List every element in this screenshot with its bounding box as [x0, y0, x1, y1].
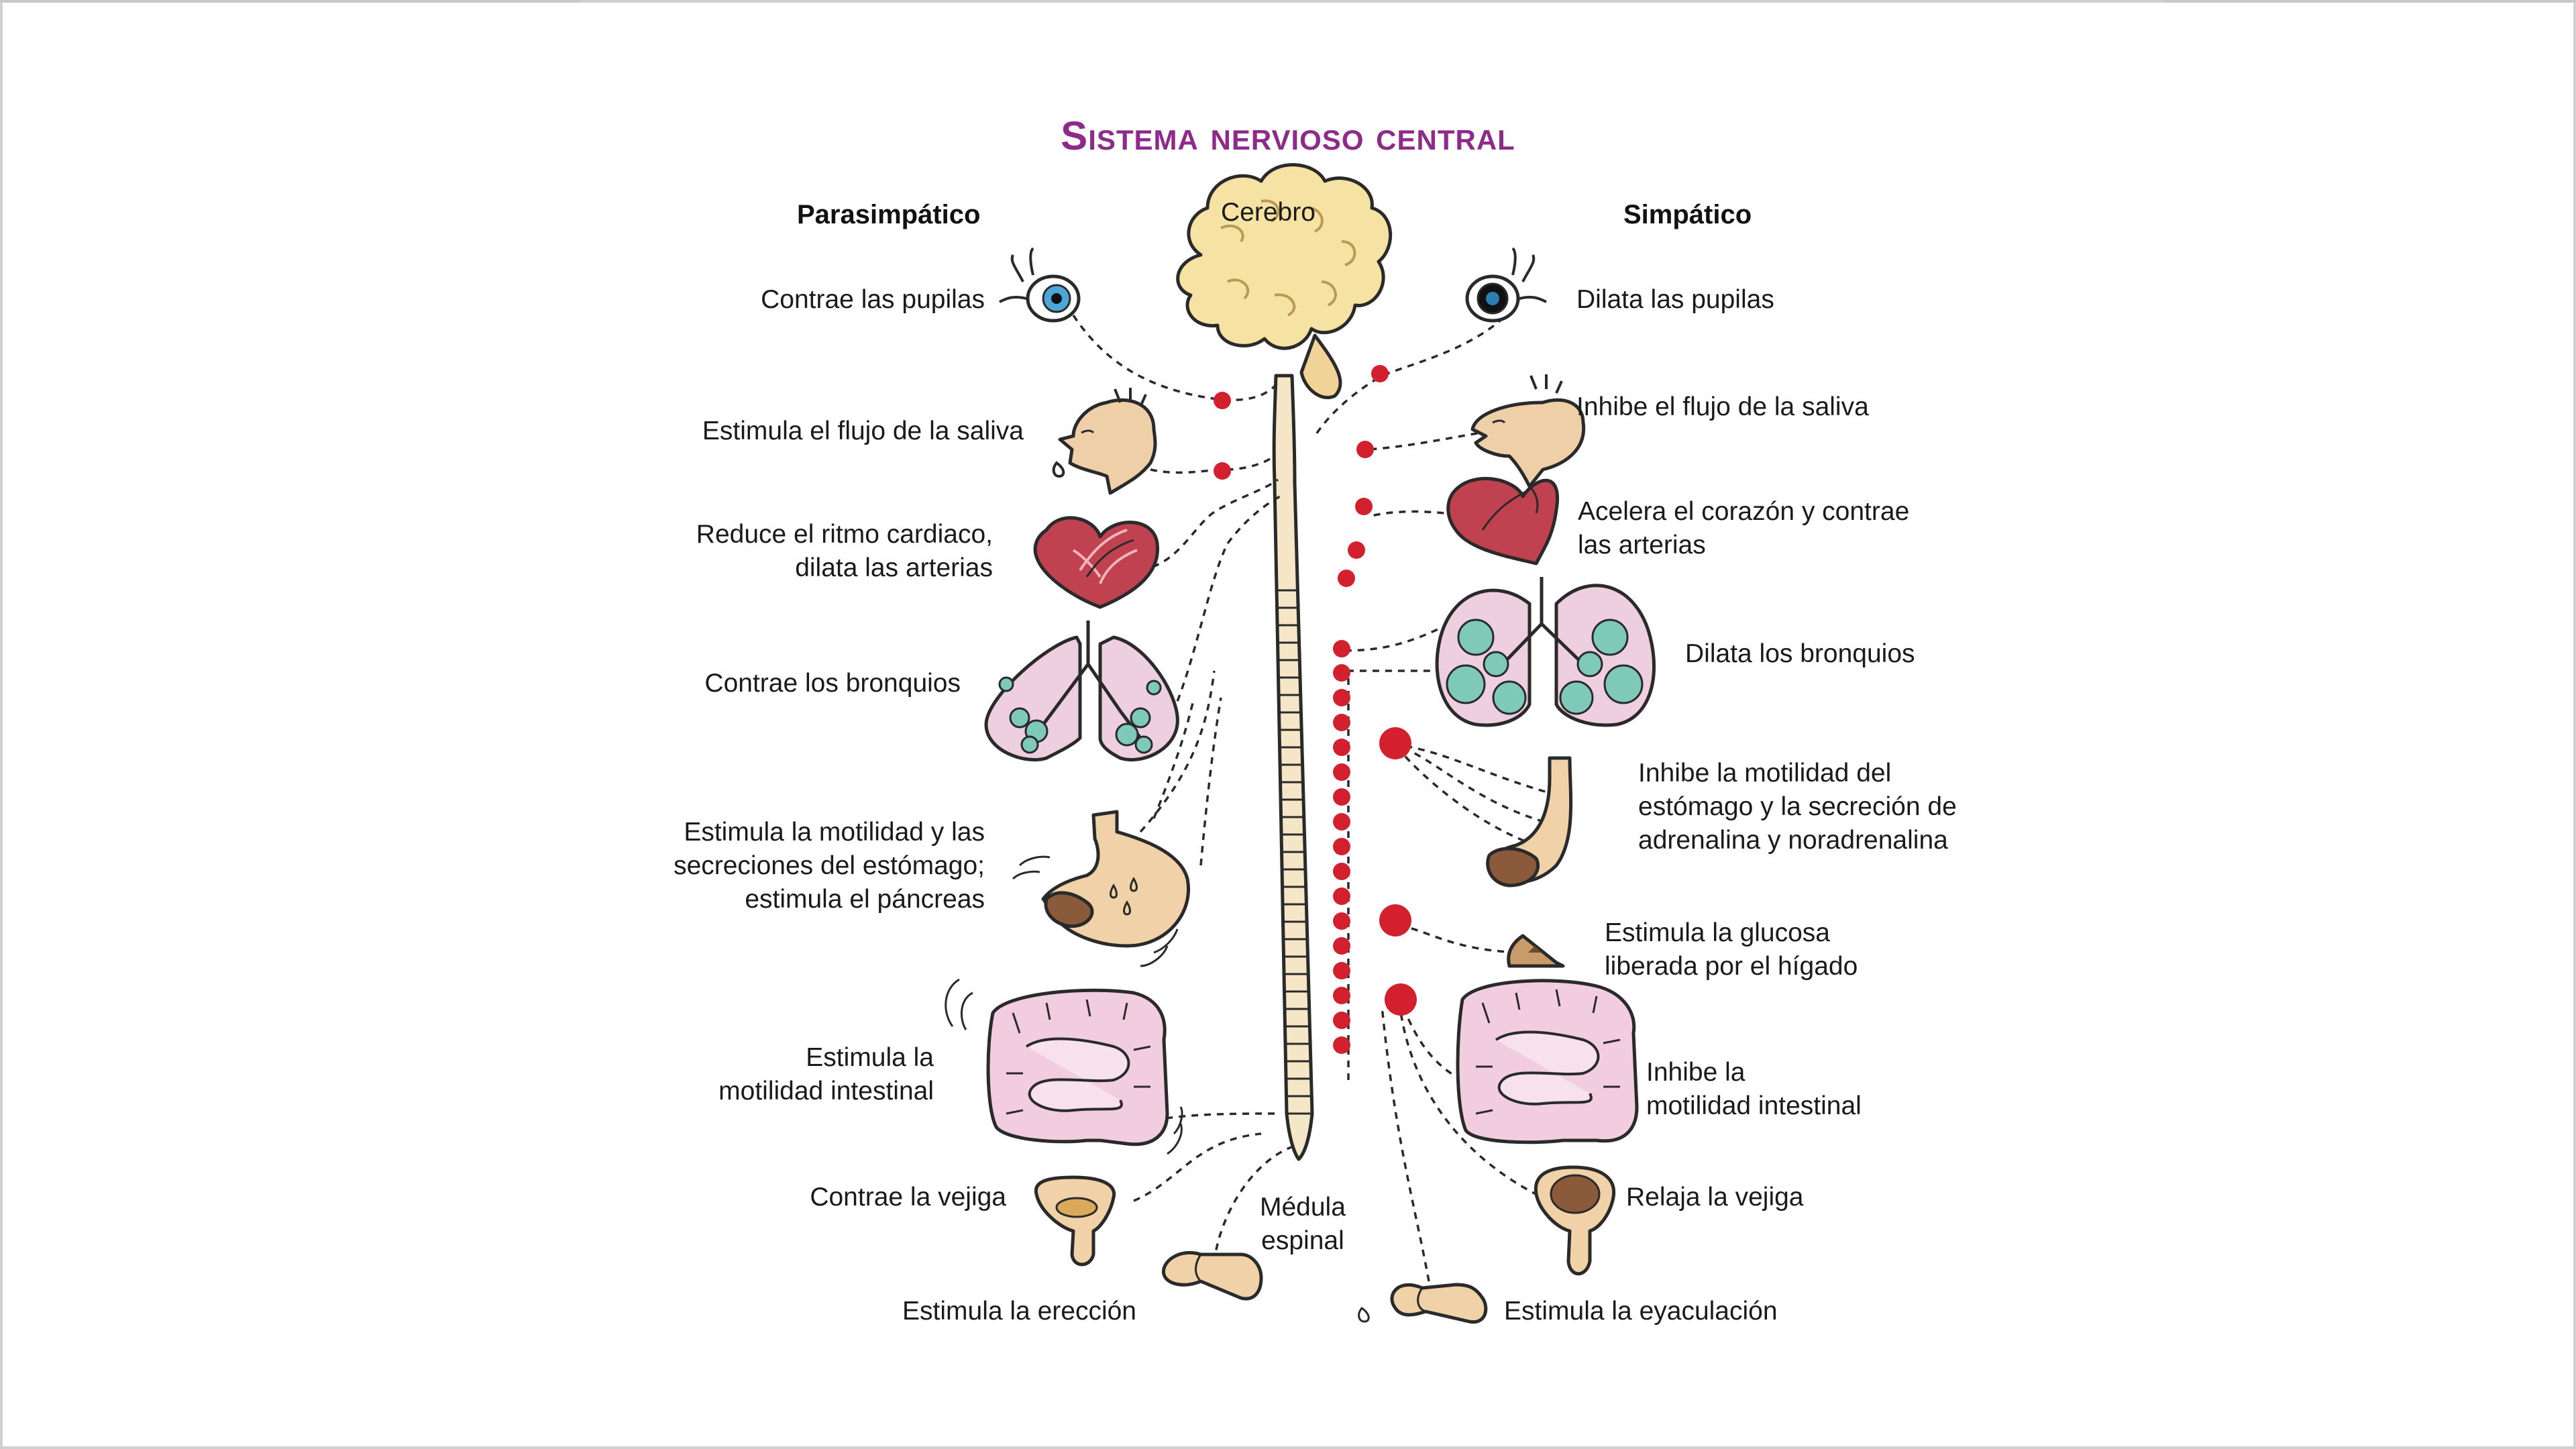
label-acelera-corazon: Acelera el corazón y contrae las arteria… [1578, 497, 1910, 559]
ganglion-dot [1333, 888, 1350, 905]
label-contrae-pupilas: Contrae las pupilas [761, 285, 985, 314]
ganglion-dot [1214, 392, 1231, 409]
ganglion-dot [1333, 640, 1350, 657]
sympathetic-header: Simpático [1623, 200, 1752, 229]
liver-icon [1507, 934, 1565, 968]
label-estimula-estomago: Estimula la motilidad y las secreciones … [674, 818, 985, 914]
label-estimula-glucosa: Estimula la glucosa liberada por el híga… [1605, 918, 1858, 981]
face-icon-left [1052, 388, 1157, 495]
ganglia [1214, 365, 1417, 1054]
ganglion-large-dot [1379, 727, 1411, 759]
spinal-cord-label: Médula espinal [1260, 1193, 1346, 1255]
heart-icon-right [1446, 476, 1559, 566]
ganglion-dot [1333, 788, 1350, 806]
label-reduce-ritmo: Reduce el ritmo cardiaco, dilata las art… [696, 520, 993, 582]
bladder-icon-left [1034, 1175, 1116, 1267]
ganglion-large-dot [1379, 904, 1411, 936]
heart-icon-left [1033, 516, 1160, 609]
ganglion-dot [1333, 962, 1350, 979]
label-dilata-bronquios: Dilata los bronquios [1685, 639, 1915, 668]
bladder-icon-right [1534, 1165, 1616, 1276]
ganglion-dot [1355, 498, 1373, 515]
penis-icon-left [1162, 1250, 1263, 1301]
eye-icon-left [999, 247, 1081, 323]
spinal-cord [1272, 374, 1314, 1161]
ganglion-dot [1333, 1036, 1350, 1054]
label-estimula-intestinal: Estimula la motilidad intestinal [718, 1043, 934, 1106]
ganglion-dot [1371, 365, 1389, 382]
ganglion-dot [1333, 689, 1350, 706]
lungs-icon-left [984, 621, 1179, 762]
ganglion-dot [1333, 1012, 1350, 1029]
ganglion-dot [1333, 987, 1350, 1004]
face-icon-right [1470, 374, 1586, 488]
label-estimula-eyaculacion: Estimula la eyaculación [1504, 1297, 1778, 1326]
ganglion-dot [1356, 441, 1374, 458]
ganglion-dot [1333, 937, 1350, 955]
label-contrae-bronquios: Contrae los bronquios [704, 669, 961, 698]
brain-icon [1176, 163, 1393, 399]
lungs-icon-right [1435, 577, 1656, 727]
label-dilata-pupilas: Dilata las pupilas [1576, 285, 1774, 314]
ganglion-dot [1333, 739, 1350, 756]
ganglion-dot [1333, 763, 1350, 781]
parasympathetic-header: Parasimpático [797, 200, 981, 229]
ganglion-dot [1348, 541, 1365, 559]
ganglion-dot [1338, 570, 1355, 587]
eye-icon-right [1465, 247, 1547, 323]
label-inhibe-saliva: Inhibe el flujo de la saliva [1576, 392, 1869, 421]
label-relaja-vejiga: Relaja la vejiga [1626, 1183, 1804, 1212]
brain-label: Cerebro [1221, 198, 1316, 227]
diagram-title: Sistema nervioso central [1061, 113, 1515, 158]
ganglion-dot [1333, 863, 1350, 880]
intestine-icon-left [945, 978, 1183, 1155]
label-estimula-ereccion: Estimula la erección [902, 1297, 1136, 1326]
intestine-icon-right [1456, 979, 1639, 1144]
ganglion-dot [1214, 462, 1231, 480]
ganglion-dot [1333, 664, 1350, 682]
label-contrae-vejiga: Contrae la vejiga [810, 1183, 1006, 1212]
ganglion-dot [1333, 838, 1350, 855]
ganglion-dot [1333, 813, 1350, 830]
label-inhibe-intestinal: Inhibe la motilidad intestinal [1646, 1058, 1862, 1120]
stomach-icon-right [1486, 756, 1573, 888]
ganglion-dot [1333, 714, 1350, 731]
ganglion-large-dot [1385, 983, 1417, 1016]
label-inhibe-estomago: Inhibe la motilidad del estómago y la se… [1638, 759, 1957, 855]
stomach-icon-left [1012, 810, 1190, 967]
label-estimula-saliva: Estimula el flujo de la saliva [702, 417, 1024, 445]
ganglion-dot [1333, 912, 1350, 930]
penis-icon-right [1358, 1283, 1488, 1324]
